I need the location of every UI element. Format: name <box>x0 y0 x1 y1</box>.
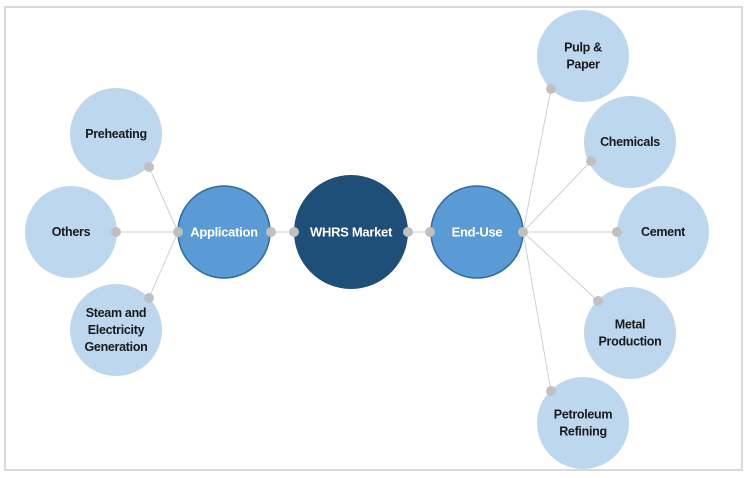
connector-application-steam <box>148 231 179 299</box>
leaf-label-line: Paper <box>566 58 600 72</box>
leaf-label-line: Steam and <box>86 306 147 320</box>
connector-end-use-metal <box>522 231 599 302</box>
connector-dot <box>289 227 299 237</box>
leaf-circle <box>584 287 676 379</box>
leaf-circle <box>537 377 629 469</box>
leaf-label: Preheating <box>85 127 147 141</box>
leaf-label: Others <box>52 225 91 239</box>
connector-dot <box>144 162 154 172</box>
leaf-label: Cement <box>641 225 686 239</box>
leaf-node-preheating: Preheating <box>70 88 162 180</box>
leaf-node-others: Others <box>25 186 117 278</box>
connector-dot <box>111 227 121 237</box>
connector-dot <box>546 84 556 94</box>
connector-application-preheating <box>148 166 179 233</box>
leaf-label-line: Cement <box>641 225 686 239</box>
leaf-circle <box>584 96 676 188</box>
connector-end-use-pulp <box>522 88 552 233</box>
leaf-circle <box>617 186 709 278</box>
connector-dot <box>144 293 154 303</box>
diagram-nodes: WHRS Market Application End-Use Preheati… <box>25 10 709 469</box>
connector-end-use-petroleum <box>522 231 552 392</box>
leaf-label-line: Others <box>52 225 91 239</box>
branch-label-application: Application <box>190 224 258 239</box>
connector-dot <box>612 227 622 237</box>
connector-dots <box>111 84 622 396</box>
connector-dot <box>518 227 528 237</box>
branch-node-application: Application <box>177 185 271 279</box>
connector-dot <box>586 156 596 166</box>
connector-dot <box>546 386 556 396</box>
leaf-label-line: Pulp & <box>564 41 602 55</box>
leaf-circle <box>70 284 162 376</box>
leaf-label-line: Refining <box>559 425 607 439</box>
leaf-circle <box>25 186 117 278</box>
branch-node-end-use: End-Use <box>430 185 524 279</box>
leaf-label-line: Petroleum <box>554 408 613 422</box>
root-circle <box>294 175 408 289</box>
connector-dot <box>403 227 413 237</box>
leaf-label-line: Chemicals <box>600 135 660 149</box>
leaf-label: Chemicals <box>600 135 660 149</box>
connector-dot <box>593 296 603 306</box>
connector-dot <box>266 227 276 237</box>
leaf-label: Pulp & Paper <box>564 41 602 72</box>
branch-label-end-use: End-Use <box>452 224 503 239</box>
leaf-label-line: Generation <box>85 340 148 354</box>
root-label: WHRS Market <box>310 224 393 239</box>
leaf-label-line: Electricity <box>88 323 145 337</box>
connector-dot <box>173 227 183 237</box>
connector-dot <box>425 227 435 237</box>
root-node-whrs-market: WHRS Market <box>294 175 408 289</box>
leaf-node-pulp-and-paper: Pulp & Paper <box>537 10 629 102</box>
leaf-node-cement: Cement <box>617 186 709 278</box>
leaf-circle <box>537 10 629 102</box>
connector-end-use-chemicals <box>522 160 592 233</box>
leaf-label-line: Production <box>599 335 662 349</box>
leaf-label-line: Metal <box>615 318 645 332</box>
leaf-label-line: Preheating <box>85 127 147 141</box>
leaf-circle <box>70 88 162 180</box>
leaf-node-chemicals: Chemicals <box>584 96 676 188</box>
